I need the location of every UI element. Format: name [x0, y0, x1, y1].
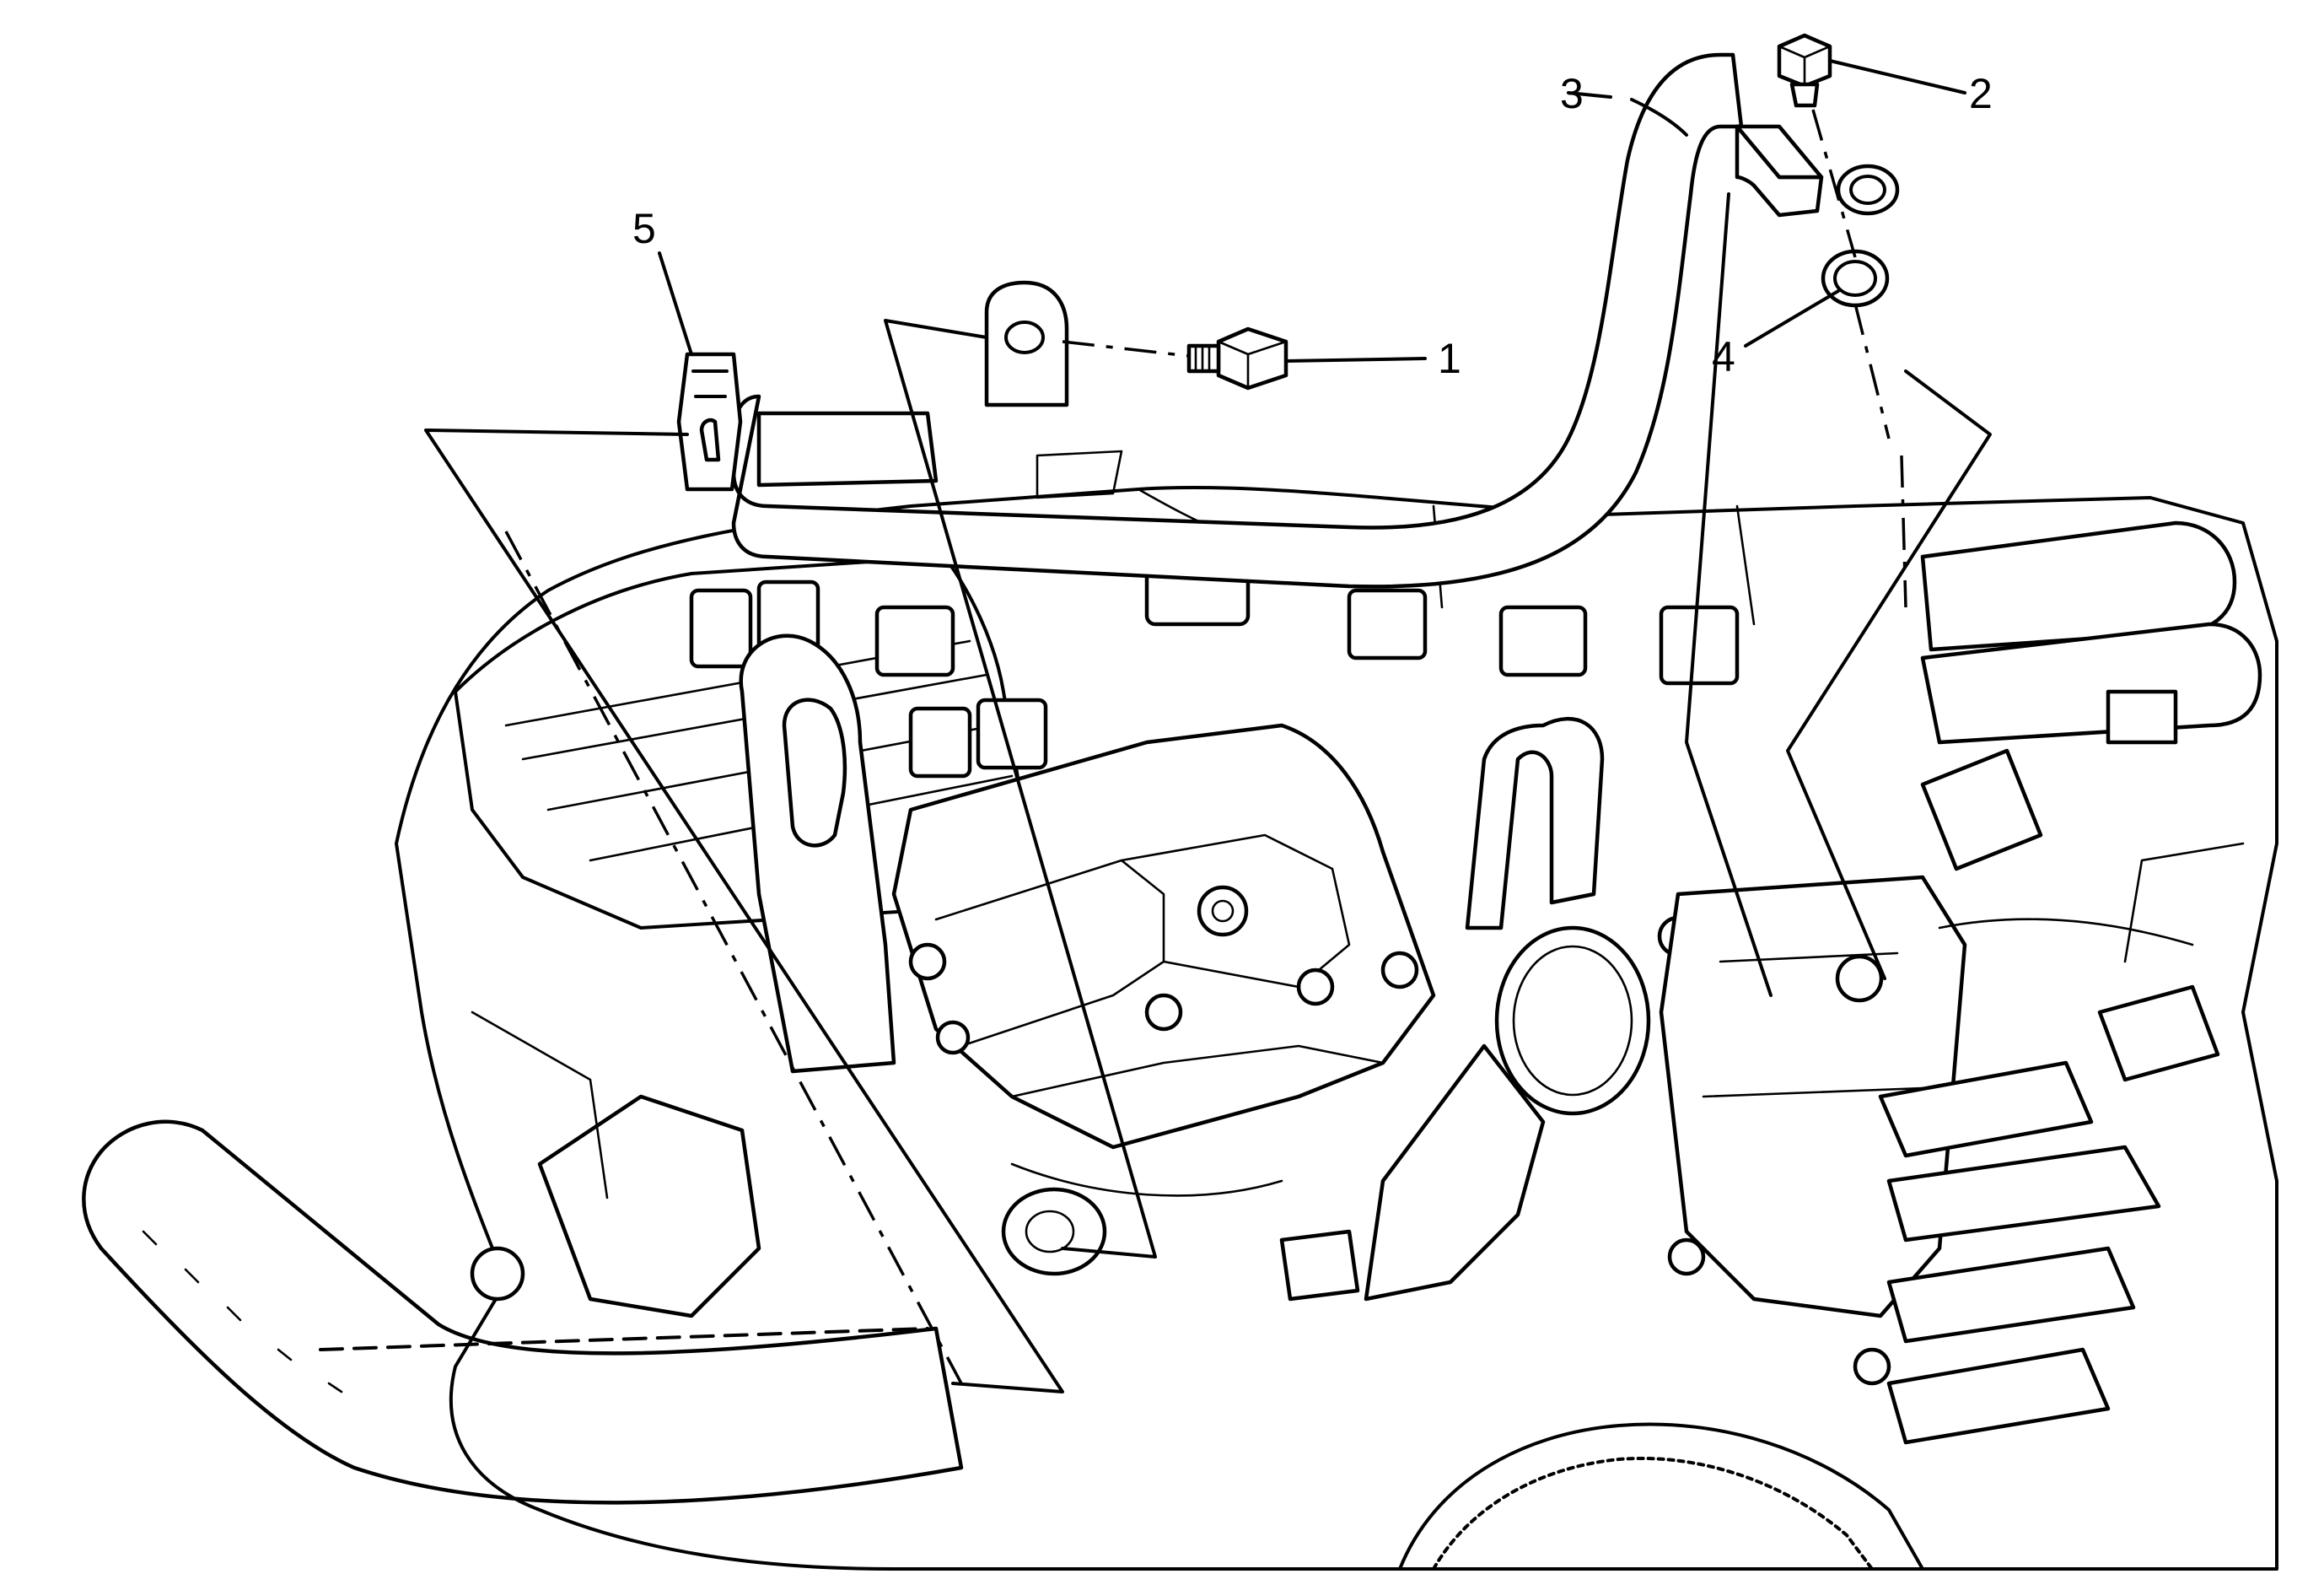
- callout-3: 3: [1560, 70, 1584, 117]
- callout-numbers: 1 2 3 4 5: [632, 70, 1993, 382]
- right-pump-bracket: [1659, 875, 1967, 1318]
- pipe-end-leader-triangle: [1685, 192, 1992, 997]
- callout-leaders: [658, 59, 1966, 363]
- engine-assembly: [82, 486, 2278, 1571]
- callout-4: 4: [1712, 333, 1735, 380]
- vertical-pipe: [1465, 716, 1605, 930]
- part-2-bolt: [1777, 33, 1832, 108]
- callout-1: 1: [1438, 335, 1461, 382]
- round-sensor: [1364, 925, 1651, 1302]
- right-connector: [1920, 689, 2220, 1082]
- part-3-pipe: [731, 52, 1824, 589]
- part-5-clip: [676, 352, 743, 492]
- lower-boss: [1001, 1187, 1360, 1302]
- part-1-bolt: [1186, 326, 1288, 391]
- callout-5: 5: [632, 205, 656, 252]
- lifting-bracket: [739, 633, 896, 1074]
- lower-left-mount: [470, 1011, 761, 1318]
- central-housing: [891, 723, 1436, 1150]
- part-4-seal: [1821, 164, 1900, 308]
- clip-leader-triangle: [424, 429, 1064, 1393]
- pipe-tab-leader-triangle: [884, 319, 1157, 1259]
- right-hoses: [1878, 520, 2262, 1445]
- callout-2: 2: [1969, 70, 1993, 117]
- center-lines: [504, 109, 1907, 1384]
- flywheel-ring-gear: [1398, 1422, 1924, 1571]
- left-intake-hose: [82, 1119, 964, 1505]
